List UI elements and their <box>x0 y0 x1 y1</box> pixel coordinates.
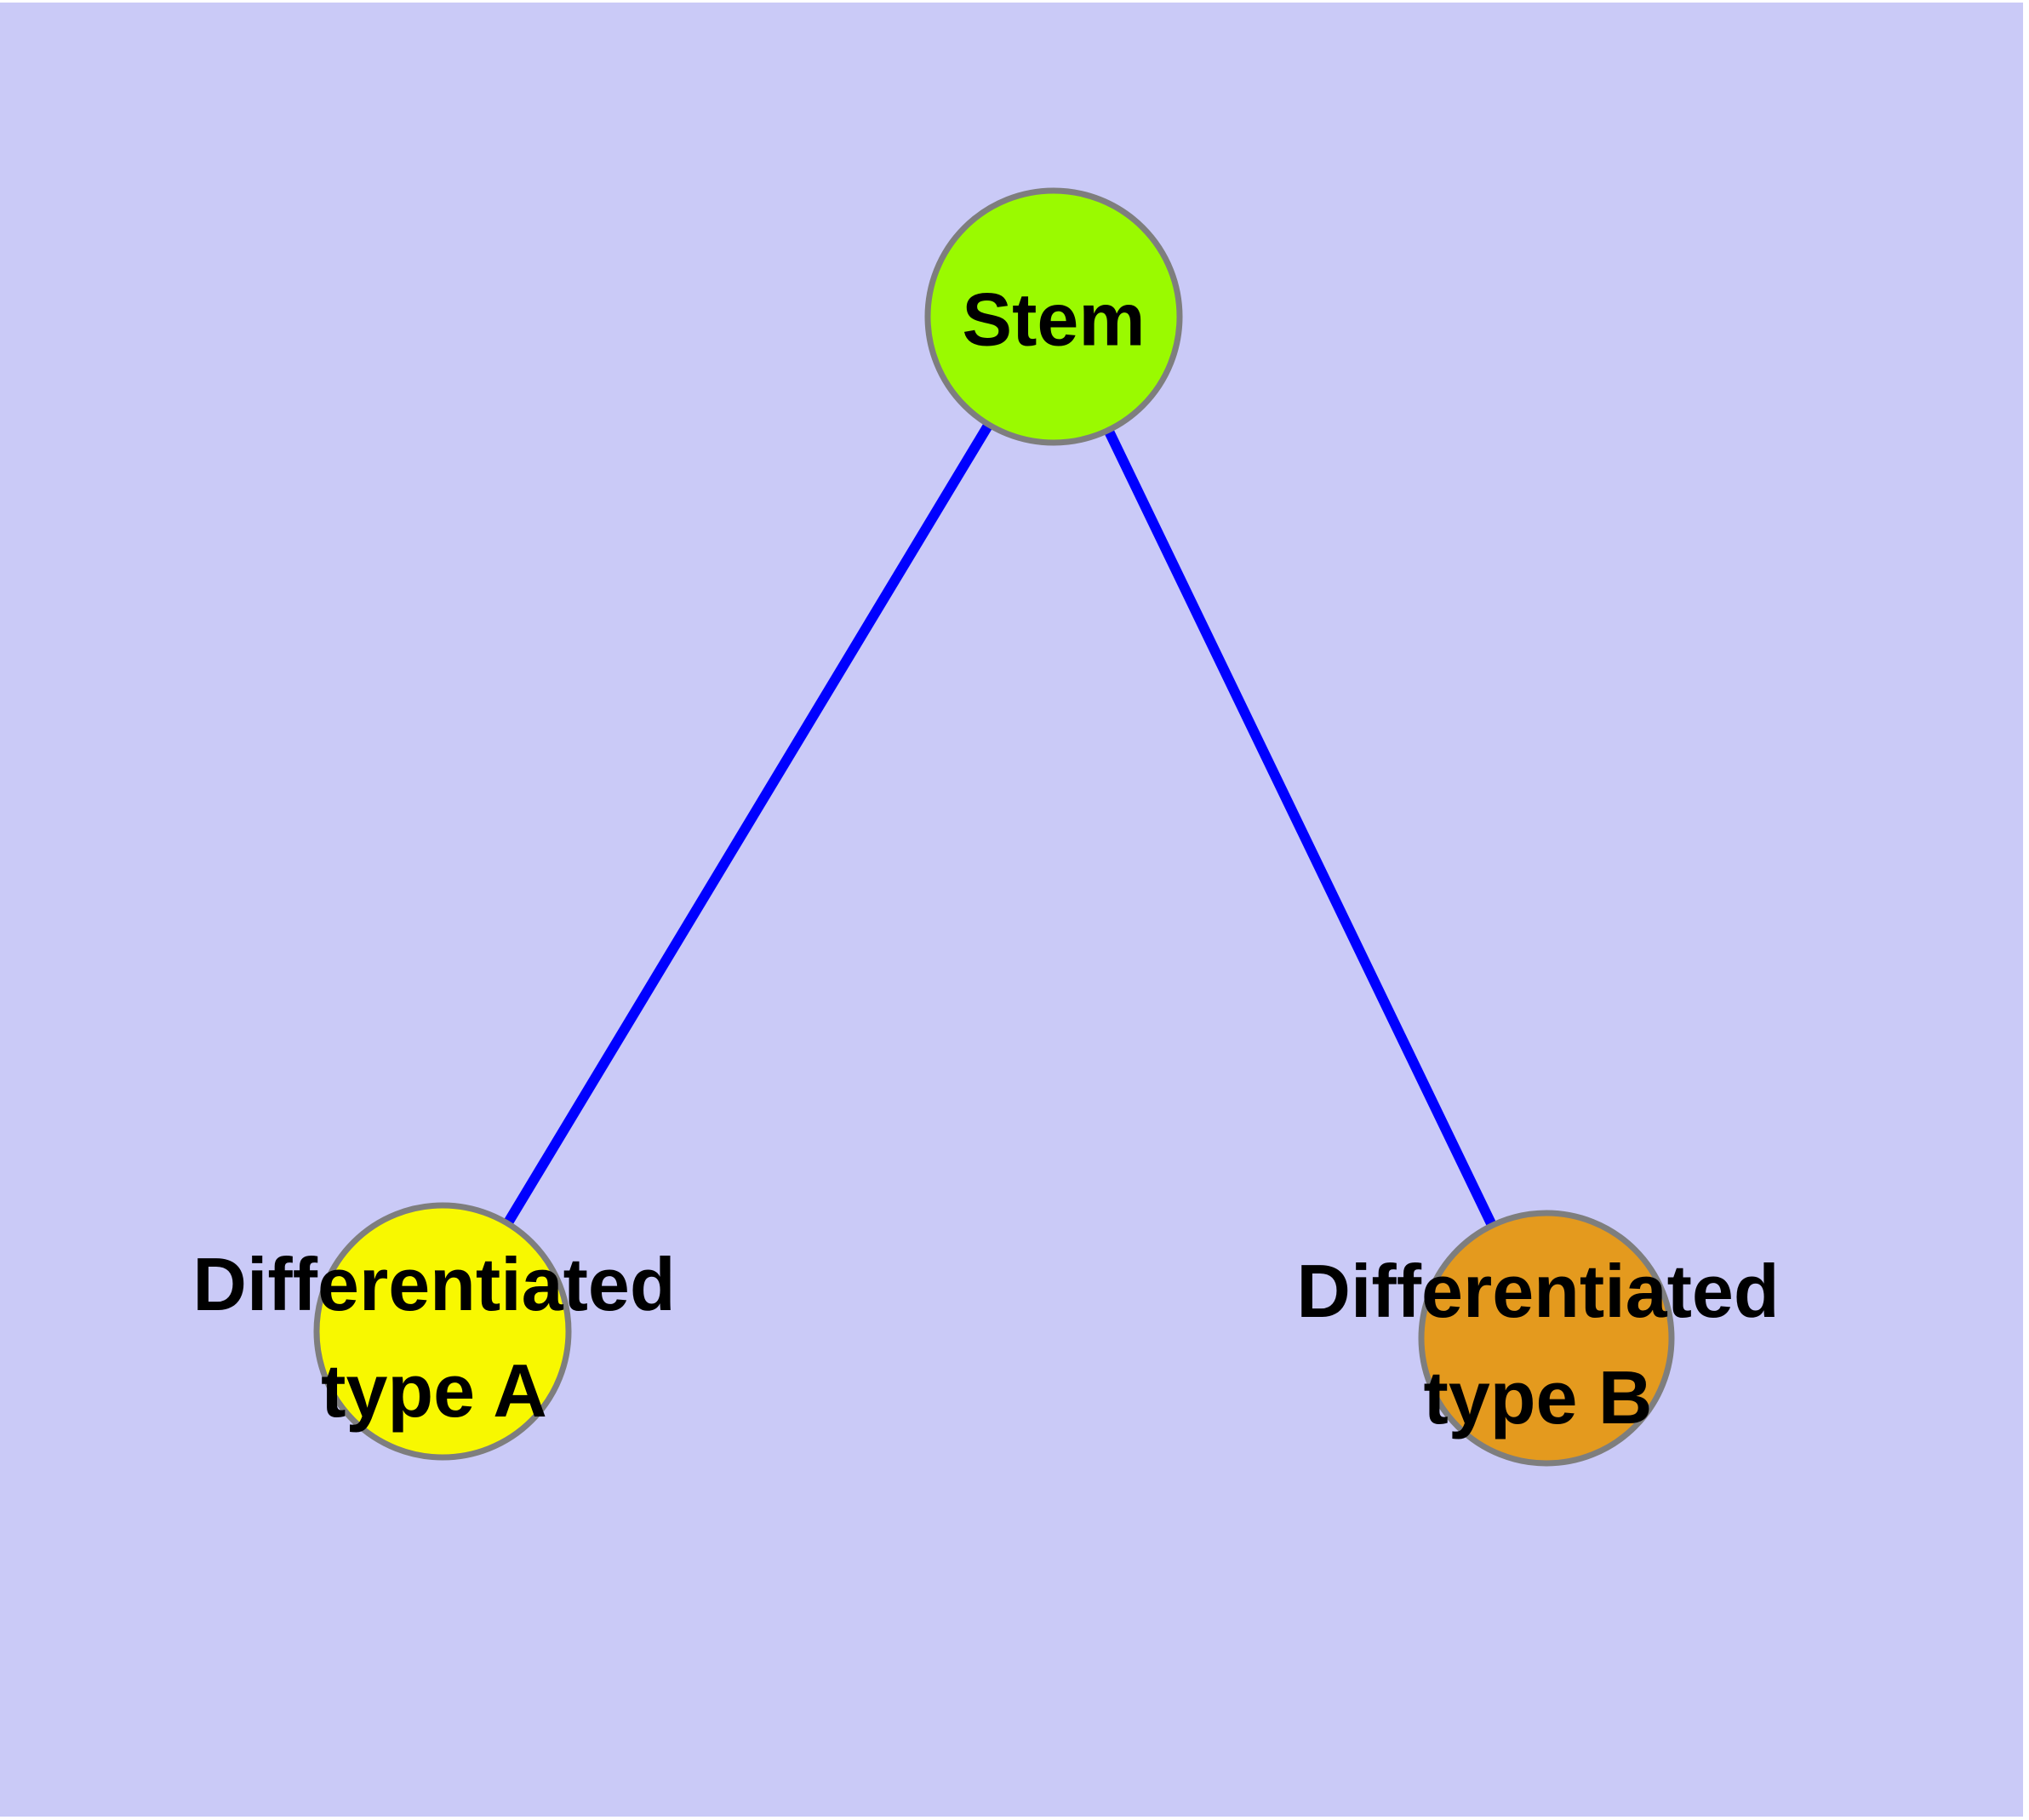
edge-stem-to-type-a <box>437 313 1059 1335</box>
node-type-a-circle <box>313 1202 572 1461</box>
edge-stem-to-type-b <box>1049 314 1552 1341</box>
node-stem-circle <box>924 187 1183 446</box>
node-type-b-circle <box>1418 1210 1675 1467</box>
